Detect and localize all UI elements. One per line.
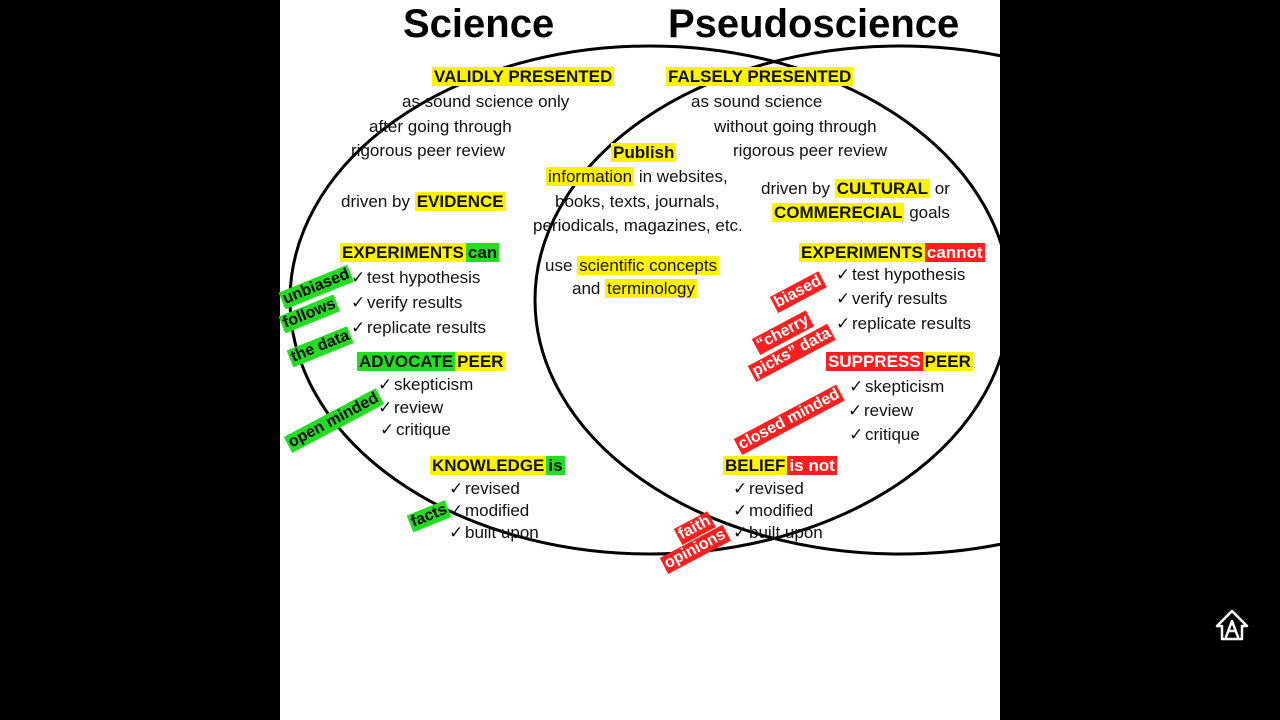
in-websites-text: in websites,: [638, 167, 728, 186]
belief-item: built upon: [749, 523, 823, 542]
pseudo-exp-item: replicate results: [852, 314, 972, 333]
science-exp-item: replicate results: [367, 318, 487, 337]
check-icon: ✓: [380, 420, 395, 439]
science-peer-item: critique: [396, 420, 451, 439]
science-peer-item: skepticism: [394, 375, 474, 394]
check-icon: ✓: [849, 425, 864, 444]
center-line3: periodicals, magazines, etc.: [533, 216, 743, 235]
use-text: use: [545, 256, 573, 275]
pseudo-line3: rigorous peer review: [733, 141, 888, 160]
science-line1: as sound science only: [402, 92, 570, 111]
science-line2: after going through: [369, 117, 512, 136]
publish-label: Publish: [611, 143, 677, 162]
goals-text: goals: [909, 203, 950, 222]
center-line2: books, texts, journals,: [555, 192, 720, 211]
check-icon: ✓: [351, 318, 366, 337]
science-title: Science: [403, 2, 555, 46]
check-icon: ✓: [351, 293, 366, 312]
knowledge-label: KNOWLEDGE: [430, 456, 547, 475]
check-icon: ✓: [849, 377, 864, 396]
scientific-concepts-label: scientific concepts: [577, 256, 720, 275]
validly-presented-label: VALIDLY PRESENTED: [432, 67, 615, 86]
information-label: information: [546, 167, 635, 186]
advocate-label: ADVOCATE: [357, 352, 456, 371]
check-icon: ✓: [836, 289, 851, 308]
check-icon: ✓: [733, 479, 748, 498]
check-icon: ✓: [733, 523, 748, 542]
commercial-label: COMMERECIAL: [772, 203, 905, 222]
pseudoscience-circle: [533, 44, 1000, 556]
pseudo-driven-prefix: driven by: [761, 179, 830, 198]
is-not-label: is not: [787, 456, 837, 475]
check-icon: ✓: [351, 268, 366, 287]
check-icon: ✓: [378, 375, 393, 394]
science-line3: rigorous peer review: [351, 141, 506, 160]
belief-label: BELIEF: [723, 456, 788, 475]
pseudo-line2: without going through: [714, 117, 877, 136]
pseudo-exp-item: verify results: [852, 289, 948, 308]
science-exp-item: verify results: [367, 293, 463, 312]
check-icon: ✓: [836, 314, 851, 333]
suppress-label: SUPPRESS: [826, 352, 923, 371]
pseudo-peer-item: critique: [865, 425, 920, 444]
and-text: and: [572, 279, 601, 298]
home-accessibility-icon[interactable]: [1214, 608, 1250, 644]
belief-item: revised: [749, 479, 804, 498]
slide: Science Pseudoscience VALIDLY PRESENTED …: [278, 0, 1000, 720]
check-icon: ✓: [836, 265, 851, 284]
knowledge-item: revised: [465, 479, 520, 498]
science-driven-prefix: driven by: [341, 192, 410, 211]
check-icon: ✓: [449, 523, 464, 542]
pseudo-line1: as sound science: [691, 92, 823, 111]
terminology-label: terminology: [605, 279, 697, 298]
science-peer-label: PEER: [455, 352, 506, 371]
evidence-label: EVIDENCE: [414, 192, 506, 211]
check-icon: ✓: [449, 479, 464, 498]
pseudo-peer-label: PEER: [922, 352, 973, 371]
falsely-presented-label: FALSELY PRESENTED: [666, 67, 854, 86]
belief-item: modified: [749, 501, 814, 520]
pseudo-experiments-label: EXPERIMENTS: [799, 243, 925, 262]
check-icon: ✓: [848, 401, 863, 420]
pseudo-exp-item: test hypothesis: [852, 265, 966, 284]
cannot-label: cannot: [924, 243, 985, 262]
or-text: or: [934, 179, 950, 198]
science-peer-item: review: [394, 398, 444, 417]
science-experiments-label: EXPERIMENTS: [340, 243, 466, 262]
pseudo-peer-item: skepticism: [865, 377, 945, 396]
pseudo-peer-item: review: [864, 401, 914, 420]
knowledge-item: modified: [465, 501, 530, 520]
knowledge-item: built upon: [465, 523, 539, 542]
science-exp-item: test hypothesis: [367, 268, 481, 287]
pseudoscience-title: Pseudoscience: [668, 2, 960, 46]
is-label: is: [546, 456, 565, 475]
can-label: can: [465, 243, 500, 262]
check-icon: ✓: [449, 501, 464, 520]
check-icon: ✓: [733, 501, 748, 520]
cultural-label: CULTURAL: [834, 179, 930, 198]
